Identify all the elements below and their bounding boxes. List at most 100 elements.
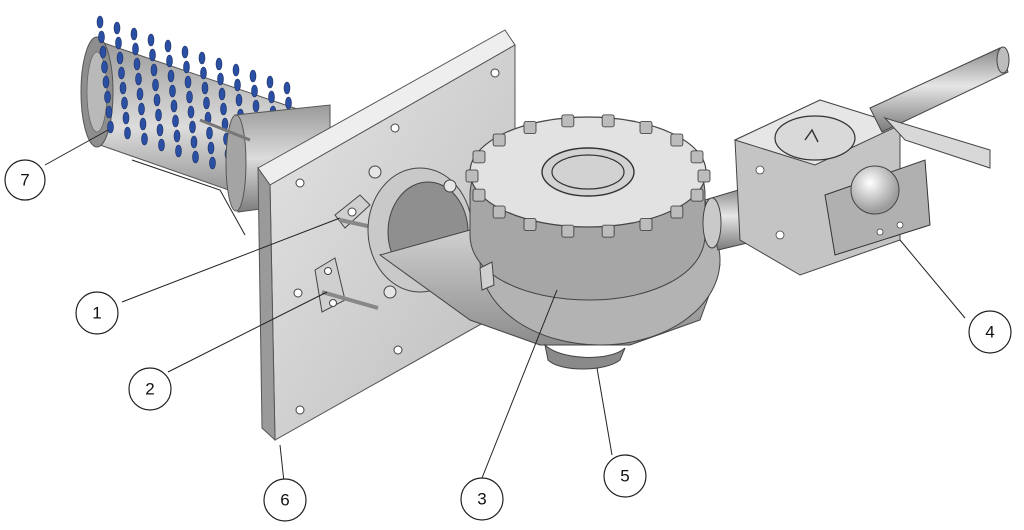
housing-clip — [697, 169, 711, 183]
housing-clip — [523, 121, 537, 134]
flame-tube-spike — [252, 99, 260, 113]
flame-tube-spike — [141, 132, 148, 146]
flame-tube-spike — [220, 102, 227, 116]
flame-tube-spike — [99, 45, 107, 59]
callout-3-label: 3 — [477, 490, 486, 509]
flame-tube-spike — [104, 90, 111, 104]
callout-6-label: 6 — [280, 491, 289, 510]
flame-tube-spike — [113, 21, 121, 35]
flame-tube-spike — [158, 138, 165, 152]
flame-tube-spike — [183, 60, 190, 74]
flame-tube-spike — [164, 39, 172, 53]
flame-tube-spike — [201, 81, 209, 95]
flame-tube-spike — [200, 66, 207, 80]
housing-clip — [670, 205, 684, 219]
flame-tube-spike — [135, 72, 142, 86]
housing-clip — [472, 150, 486, 164]
flame-tube-spike — [184, 75, 192, 89]
callout-4-label: 4 — [985, 323, 994, 342]
callout-3: 3 — [460, 477, 504, 521]
housing-clip — [639, 121, 653, 134]
flame-tube-spike — [166, 54, 173, 68]
flame-tube-spike — [209, 156, 216, 170]
housing-clip — [492, 133, 506, 147]
flame-tube-spike — [207, 141, 215, 155]
flame-tube-spike — [138, 102, 145, 116]
flame-tube-spike — [147, 33, 155, 47]
flame-tube-spike — [139, 117, 147, 131]
callout-2-label: 2 — [145, 380, 154, 399]
housing-clip — [670, 133, 684, 147]
flame-tube-spike — [101, 60, 108, 74]
flame-tube-spike — [115, 36, 122, 50]
flame-tube-spike — [136, 87, 144, 101]
housing-clip — [601, 224, 615, 238]
callout-2: 2 — [128, 367, 172, 411]
flame-tube-spike — [119, 81, 127, 95]
callout-5: 5 — [603, 454, 647, 498]
flame-tube-spike — [107, 120, 114, 134]
callout-5-label: 5 — [620, 467, 629, 486]
housing-clip — [465, 169, 479, 183]
flame-tube-spike — [105, 105, 113, 119]
callout-7-label: 7 — [20, 171, 29, 190]
flame-tube-spike — [190, 135, 198, 149]
callout-1: 1 — [75, 291, 119, 335]
flame-tube-spike — [149, 48, 156, 62]
flame-tube-spike — [102, 75, 110, 89]
flame-tube-spike — [234, 78, 241, 92]
flame-tube-spike — [121, 96, 128, 110]
flame-tube-spike — [187, 105, 195, 119]
flame-tube-spike — [268, 90, 275, 104]
flame-tube-spike — [175, 144, 182, 158]
housing-clip — [561, 114, 575, 128]
flame-tube-spike — [122, 111, 130, 125]
flame-tube-spike — [181, 45, 189, 59]
callout-7: 7 — [4, 159, 46, 201]
flame-tube-spike — [283, 81, 291, 95]
flame-tube-spike — [215, 57, 223, 71]
flame-tube-spike — [203, 96, 210, 110]
flame-tube-spike — [152, 78, 159, 92]
flame-tube-spike — [218, 87, 226, 101]
electrode-rods-rear — [131, 118, 251, 236]
flame-tube-spike — [198, 51, 206, 65]
leader-lines — [44, 129, 966, 483]
callout-6: 6 — [263, 478, 307, 522]
flame-tube-spike — [266, 75, 274, 89]
flame-tube-spike — [118, 66, 125, 80]
flame-tube-spike — [232, 63, 240, 77]
flame-tube-spike — [124, 126, 131, 140]
housing-clip — [690, 188, 704, 202]
ionization-electrode — [314, 257, 379, 313]
flame-tube-spike — [173, 129, 181, 143]
flame-tube-spike — [189, 120, 196, 134]
flame-tube-spike — [186, 90, 193, 104]
flame-tube-spike — [98, 30, 105, 44]
flame-tube-spike — [206, 126, 213, 140]
flame-tube-spike — [156, 123, 164, 137]
callout-1-label: 1 — [92, 304, 101, 323]
flame-tube-spike — [132, 42, 139, 56]
gas-valve — [733, 46, 1010, 276]
flame-tube-spike — [251, 84, 258, 98]
flame-tube-spike — [116, 51, 124, 65]
flame-tube-spike — [285, 96, 292, 110]
housing-clip — [492, 205, 506, 219]
flame-tube-spike — [130, 27, 138, 41]
callout-4: 4 — [968, 310, 1012, 354]
flame-tube-spike — [150, 63, 158, 77]
housing-clips — [465, 114, 711, 238]
flame-tube-spike — [192, 150, 199, 164]
flame-tube-spike — [167, 69, 175, 83]
flame-tube-spike — [172, 114, 179, 128]
flame-tube-spike — [249, 69, 257, 83]
housing-clip — [639, 218, 653, 231]
flame-tube-spike — [235, 93, 243, 107]
flame-tube-spike — [155, 108, 162, 122]
flame-tube-spike — [217, 72, 224, 86]
flame-tube-spike — [133, 57, 141, 71]
housing-clip — [472, 188, 486, 202]
blower-housing — [378, 114, 721, 370]
